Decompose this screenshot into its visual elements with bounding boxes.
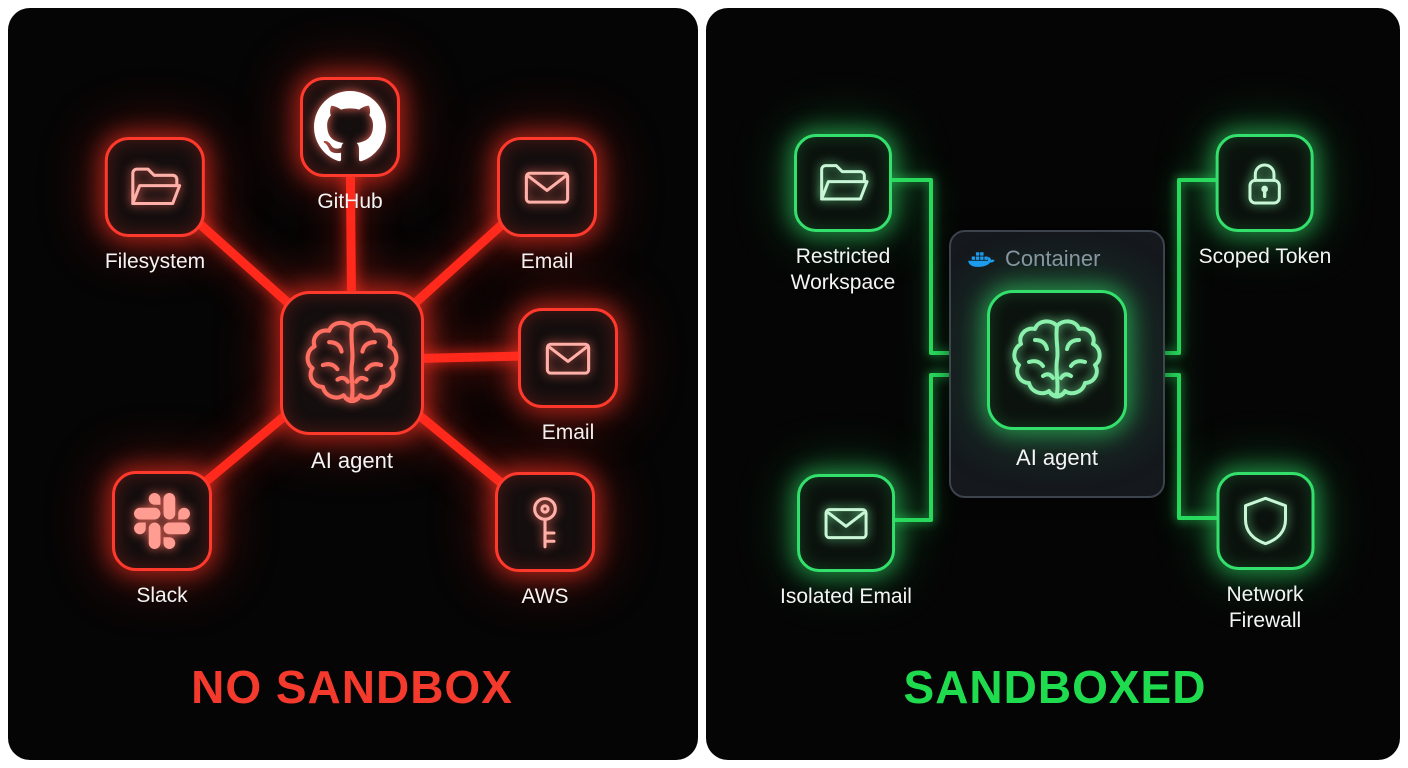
- brain-icon: [305, 320, 399, 404]
- node-ai-agent-right: AI agent: [987, 290, 1127, 472]
- aws-icon-box: [495, 472, 595, 572]
- folder-icon: [820, 164, 869, 201]
- filesystem-icon-box: [104, 137, 205, 237]
- container-label: Container: [1005, 246, 1101, 271]
- github-icon: [314, 91, 386, 162]
- node-isolated-email: Isolated Email: [780, 474, 912, 610]
- scoped-token-icon-box: [1216, 134, 1314, 232]
- node-label: Email: [520, 250, 574, 273]
- node-filesystem: Filesystem: [105, 137, 205, 275]
- network-firewall-icon-box: [1216, 472, 1314, 570]
- node-scoped-token: Scoped Token: [1198, 134, 1332, 270]
- node-aws: AWS: [495, 472, 595, 610]
- node-label: Slack: [136, 584, 188, 607]
- no-sandbox-title: NO SANDBOX: [191, 661, 513, 713]
- restricted-workspace-icon-box: [794, 134, 892, 232]
- container-header: Container: [967, 246, 1100, 272]
- node-email-top: Email: [497, 137, 597, 275]
- slack-icon-box: [112, 471, 212, 571]
- node-restricted-workspace: Restricted Workspace: [768, 134, 918, 297]
- node-github: GitHub: [300, 77, 400, 215]
- node-label: Network Firewall: [1226, 583, 1304, 633]
- folder-icon: [131, 167, 182, 206]
- node-label: AI agent: [1016, 445, 1098, 470]
- email-top-icon-box: [497, 137, 597, 237]
- sandboxed-title: SANDBOXED: [903, 661, 1207, 713]
- shield-icon: [1243, 496, 1287, 546]
- node-label: AI agent: [311, 448, 393, 473]
- node-label: AWS: [521, 585, 569, 608]
- envelope-icon: [524, 171, 570, 204]
- lock-icon: [1248, 163, 1282, 205]
- isolated-email-icon-box: [797, 474, 895, 572]
- slack-icon: [134, 493, 190, 549]
- node-network-firewall: Network Firewall: [1198, 472, 1333, 635]
- key-icon: [533, 497, 557, 549]
- node-label: Filesystem: [104, 250, 206, 273]
- no-sandbox-panel: GitHub Filesystem Email: [8, 8, 698, 760]
- node-slack: Slack: [112, 471, 212, 609]
- node-label: GitHub: [317, 190, 383, 213]
- node-email-mid: Email: [518, 308, 618, 446]
- email-mid-icon-box: [518, 308, 618, 408]
- envelope-icon: [824, 508, 868, 540]
- github-icon-box: [300, 77, 400, 177]
- container-box: Container AI agent: [949, 230, 1165, 498]
- node-ai-agent-left: AI agent: [280, 291, 424, 475]
- node-label: Email: [541, 421, 595, 444]
- docker-icon: [968, 252, 995, 267]
- brain-icon: [1012, 319, 1102, 399]
- envelope-icon: [545, 342, 591, 375]
- node-label: Isolated Email: [780, 585, 912, 608]
- node-label: Scoped Token: [1198, 245, 1332, 268]
- sandboxed-panel: Restricted Workspace Scoped Token: [706, 8, 1400, 760]
- ai-agent-icon-box: [280, 291, 424, 435]
- node-label: Restricted Workspace: [790, 245, 896, 295]
- ai-agent-icon-box: [987, 290, 1127, 430]
